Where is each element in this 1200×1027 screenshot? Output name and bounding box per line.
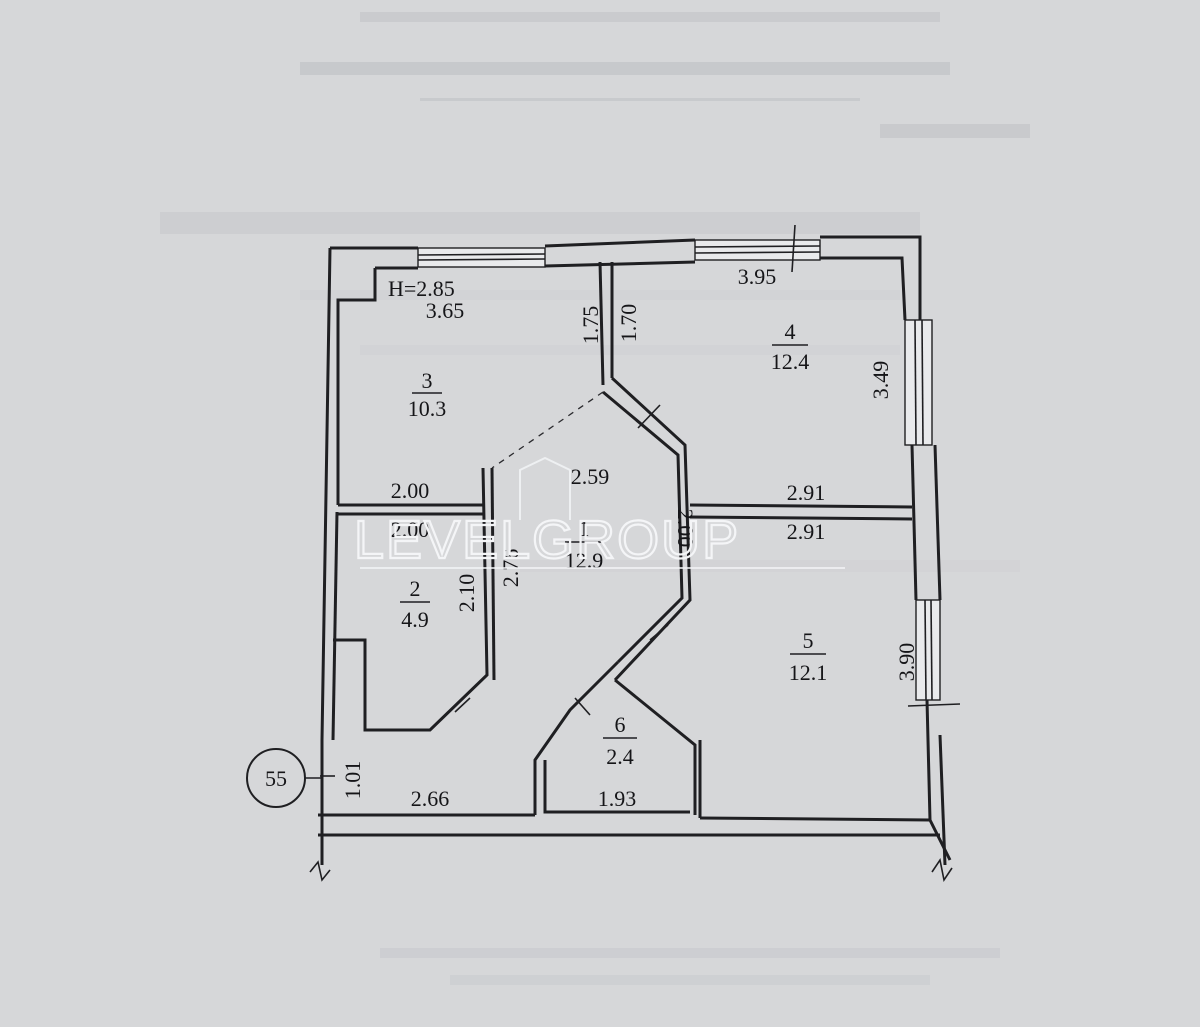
room-4-number: 4 bbox=[785, 319, 796, 344]
room-1-number: 1 bbox=[579, 516, 590, 541]
room-2-area: 4.9 bbox=[401, 607, 429, 632]
room-3-area: 10.3 bbox=[408, 396, 447, 421]
room-6-number: 6 bbox=[615, 712, 626, 737]
watermark-text: LEVELGROUP bbox=[354, 510, 740, 570]
dim-room4-bottom: 2.91 bbox=[787, 480, 826, 505]
dim-room4-left: 1.70 bbox=[616, 304, 641, 343]
room-6: 6 2.4 bbox=[603, 712, 637, 769]
windows bbox=[417, 224, 961, 707]
room-3: 3 10.3 bbox=[408, 368, 447, 421]
dim-room4-right: 3.49 bbox=[868, 361, 893, 400]
floor-marker-number: 55 bbox=[265, 766, 287, 791]
room-4: 4 12.4 bbox=[771, 319, 810, 374]
outer-walls bbox=[309, 235, 953, 883]
background-document-text bbox=[160, 12, 1030, 985]
room-1-area: 12.9 bbox=[565, 548, 604, 573]
interior-walls bbox=[333, 261, 913, 818]
window-room4-side bbox=[904, 319, 933, 446]
room-5: 5 12.1 bbox=[789, 628, 828, 685]
dim-room2-right: 2.10 bbox=[454, 574, 479, 613]
room-5-area: 12.1 bbox=[789, 660, 828, 685]
ceiling-height-label: H=2.85 bbox=[388, 276, 455, 301]
window-room4-top bbox=[694, 239, 821, 261]
dim-room5-top: 2.91 bbox=[787, 519, 826, 544]
dim-room3-width: 3.65 bbox=[426, 298, 465, 323]
room-6-area: 2.4 bbox=[606, 744, 634, 769]
dim-entry-bottom: 2.66 bbox=[411, 786, 450, 811]
door-marks bbox=[320, 391, 669, 777]
dim-room4-top: 3.95 bbox=[738, 264, 777, 289]
room-4-area: 12.4 bbox=[771, 349, 810, 374]
watermark-house-icon bbox=[519, 456, 571, 520]
dim-room5-right: 3.90 bbox=[894, 643, 919, 682]
window-room3 bbox=[417, 247, 546, 268]
room-2-number: 2 bbox=[410, 576, 421, 601]
dim-room3-bottom: 2.00 bbox=[391, 478, 430, 503]
dim-hall-width: 2.59 bbox=[571, 464, 610, 489]
dim-entry-side: 1.01 bbox=[340, 761, 365, 800]
dim-room3-depth: 1.75 bbox=[578, 306, 603, 345]
ceiling-height: H=2.85 bbox=[388, 276, 455, 301]
window-room5 bbox=[915, 599, 941, 701]
dim-hall-right: 2.00 bbox=[673, 509, 698, 548]
room-5-number: 5 bbox=[803, 628, 814, 653]
room-2: 2 4.9 bbox=[400, 576, 430, 632]
room-3-number: 3 bbox=[422, 368, 433, 393]
dim-room6-bottom: 1.93 bbox=[598, 786, 637, 811]
dim-room2-top: 2.00 bbox=[391, 517, 430, 542]
floor-marker: 55 bbox=[246, 748, 322, 808]
room-1: 1 12.9 bbox=[565, 516, 604, 573]
watermark: LEVELGROUP bbox=[353, 509, 845, 571]
